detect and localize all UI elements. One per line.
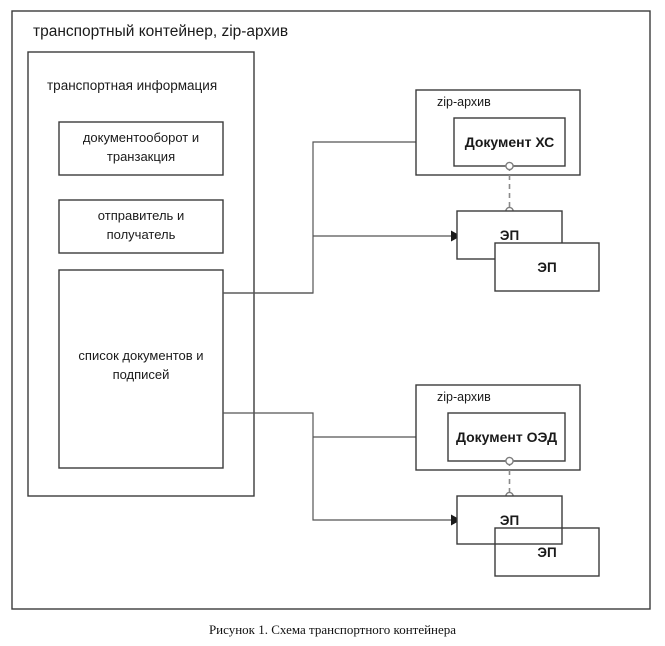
document-box-oed <box>447 412 566 462</box>
document-box-hs <box>453 117 566 167</box>
link-dot-oed-top <box>505 456 514 466</box>
document-label-hs: Документ ХС <box>465 134 555 150</box>
transport-info-title: транспортная информация <box>47 78 217 93</box>
info-item-sender-receiver-box <box>58 199 224 254</box>
info-item-document-list-box <box>58 269 224 469</box>
info-item-document-flow-label-line2: транзакция <box>107 149 175 164</box>
document-label-oed: Документ ОЭД <box>456 429 557 445</box>
signature-label-hs-front: ЭП <box>537 260 556 275</box>
signature-box-hs-front <box>494 242 600 292</box>
zip-archive-label-oed: zip-архив <box>437 390 491 404</box>
info-item-document-list-label-line2: подписей <box>113 367 170 382</box>
signature-box-oed-front <box>494 527 600 577</box>
signature-box-oed-back <box>456 495 563 545</box>
connector-list-to-oed-signature <box>223 412 451 521</box>
zip-archive-label-hs: zip-архив <box>437 95 491 109</box>
signature-label-oed-front: ЭП <box>537 545 556 560</box>
connector-list-to-hs-signature <box>223 235 451 294</box>
transport-info-box <box>27 51 255 497</box>
signature-label-hs-back: ЭП <box>500 228 519 243</box>
figure-caption: Рисунок 1. Схема транспортного контейнер… <box>208 622 457 637</box>
signature-label-oed-back: ЭП <box>500 513 519 528</box>
arrow-head-hs-signature <box>451 230 461 242</box>
info-item-sender-receiver-label-line1: отправитель и <box>98 208 184 223</box>
info-item-document-list-label-line1: список документов и <box>78 348 203 363</box>
link-dot-hs-top <box>505 161 514 171</box>
info-item-document-flow-label-line1: документооборот и <box>83 130 199 145</box>
info-item-sender-receiver-label-line2: получатель <box>107 227 176 242</box>
outer-container-title: транспортный контейнер, zip-архив <box>33 23 288 40</box>
info-item-document-flow-box <box>58 121 224 176</box>
arrow-head-oed-signature <box>451 514 461 526</box>
